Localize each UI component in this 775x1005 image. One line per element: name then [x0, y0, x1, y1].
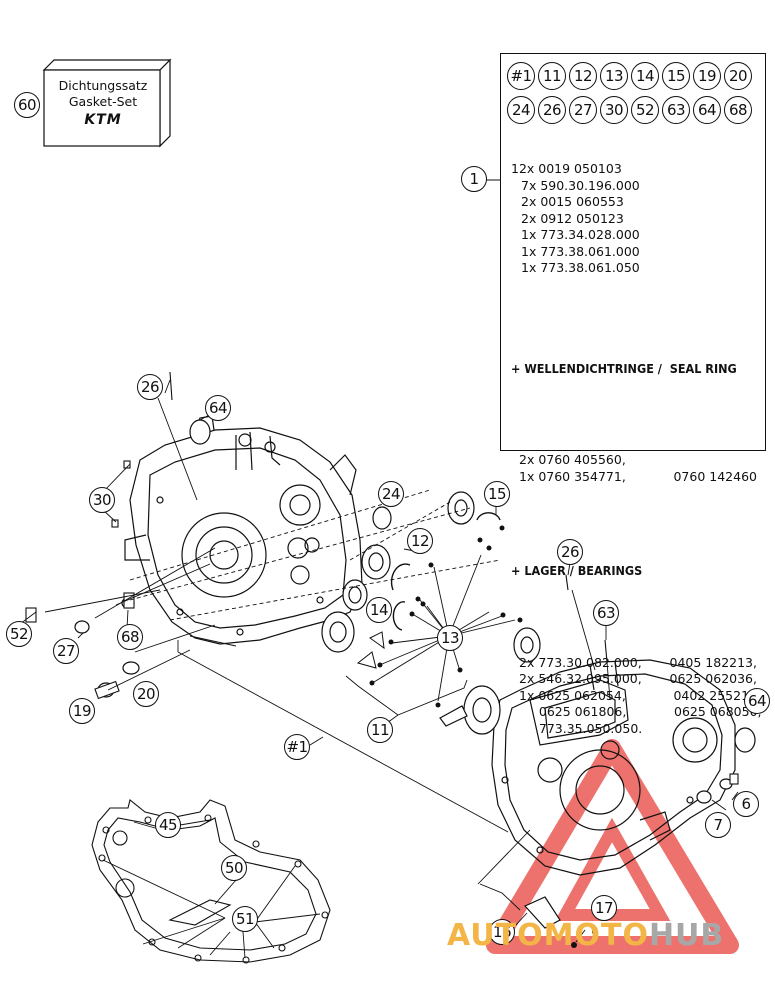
seal-ring-heading: + WELLENDICHTRINGE / SEAL RING — [511, 360, 737, 376]
kit-part-line: 773.35.050.050. — [519, 720, 643, 736]
kit-ref-callout: 63 — [662, 96, 690, 124]
dash-lines — [129, 489, 501, 621]
kit-ref-callout: 68 — [724, 96, 752, 124]
kit-part-line: 12x 0019 050103 — [511, 161, 622, 176]
bearing-parts: 2x 773.30.082.000, 0405 182213,2x 546.32… — [511, 655, 762, 738]
callout-60: 60 — [14, 92, 40, 118]
right-crankcase — [491, 659, 736, 876]
callout-27: 27 — [53, 638, 79, 664]
callout-63: 63 — [593, 600, 619, 626]
callout-6: 6 — [733, 791, 759, 817]
callout-15: 15 — [484, 481, 510, 507]
circlips — [390, 512, 501, 631]
callout-12: 12 — [407, 528, 433, 554]
callout-17: 17 — [591, 895, 617, 921]
callout-7: 7 — [705, 812, 731, 838]
kit-ref-callout: 12 — [569, 62, 597, 90]
kit-ref-callout: 27 — [569, 96, 597, 124]
watermark-part-1: AUTOMOTO — [447, 918, 649, 953]
dowels — [25, 371, 739, 785]
case-gasket — [91, 799, 331, 964]
kit-part-line: 2x 546.32.095.000, 0625 062036, — [519, 671, 757, 686]
kit-ref-callout: 64 — [693, 96, 721, 124]
callout-51: 51 — [232, 906, 258, 932]
callout-45: 45 — [155, 812, 181, 838]
gasket-set-line2: Gasket-Set — [68, 94, 138, 109]
left-crankcase — [124, 415, 363, 645]
callout-20: 20 — [133, 681, 159, 707]
kit-part-line: 2x 773.30.082.000, 0405 182213, — [519, 654, 757, 670]
gasket-set-line1: Dichtungssatz — [58, 78, 148, 93]
callout-11: 11 — [367, 717, 393, 743]
callout-64: 64 — [205, 395, 231, 421]
kit-ref-callout: 14 — [631, 62, 659, 90]
kit-part-line: 2x 0760 405560, — [519, 452, 626, 467]
kit-ref-callout: #1 — [507, 62, 535, 90]
kit-part-line: 0625 061806, 0625 068050, — [519, 704, 762, 719]
callout-16: 16 — [489, 919, 515, 945]
kit-ref-callout: 19 — [693, 62, 721, 90]
kit-part-line: 2x 0015 060553 — [521, 194, 624, 209]
gasket-set-box — [42, 58, 172, 148]
kit-ref-callout: 13 — [600, 62, 628, 90]
callout-26-right: 26 — [557, 539, 583, 565]
kit-ref-callout: 20 — [724, 62, 752, 90]
kit-part-line: 1x 0625 062054, 0402 255215, — [519, 687, 761, 703]
kit-part-line: 1x 773.38.061.050 — [521, 260, 640, 275]
callout-14: 14 — [366, 597, 392, 623]
bearings — [74, 419, 756, 804]
kit-part-line: 1x 773.38.061.000 — [521, 243, 640, 259]
callout-hash-1: #1 — [284, 734, 310, 760]
locating-plate — [524, 896, 561, 929]
watermark-logo: AUTOMOTOHUB — [447, 918, 724, 953]
locating-plate — [439, 705, 468, 727]
kit-ref-callout: 52 — [631, 96, 659, 124]
callout-64-right: 64 — [744, 688, 770, 714]
kit-part-line: 2x 0912 050123 — [521, 210, 624, 226]
kit-part-line: 1x 0760 354771, 0760 142460 — [519, 468, 757, 484]
callout-52: 52 — [6, 621, 32, 647]
callout-50: 50 — [221, 855, 247, 881]
kit-part-line: 1x 773.34.028.000 — [521, 227, 640, 242]
gasket-set-label: Dichtungssatz Gasket-Set KTM — [44, 62, 160, 146]
callout-26: 26 — [137, 374, 163, 400]
callout-19: 19 — [69, 698, 95, 724]
callout-68: 68 — [117, 624, 143, 650]
callout-24: 24 — [378, 481, 404, 507]
callout-13: 13 — [437, 625, 463, 651]
kit-part-line: 7x 590.30.196.000 — [521, 177, 640, 193]
kit-ref-callout: 30 — [600, 96, 628, 124]
callout-30: 30 — [89, 487, 115, 513]
kit-ref-callout: 24 — [507, 96, 535, 124]
seal-ring-parts: 2x 0760 405560,1x 0760 354771, 0760 1424… — [511, 452, 762, 485]
kit-ref-callout: 26 — [538, 96, 566, 124]
bearings-heading: + LAGER / BEARINGS — [511, 563, 643, 578]
kit-ref-callout: 15 — [662, 62, 690, 90]
ktm-logo: KTM — [84, 112, 122, 128]
kit-ref-callout: 11 — [538, 62, 566, 90]
callout-1: 1 — [461, 166, 487, 192]
watermark-part-2: HUB — [648, 918, 725, 953]
